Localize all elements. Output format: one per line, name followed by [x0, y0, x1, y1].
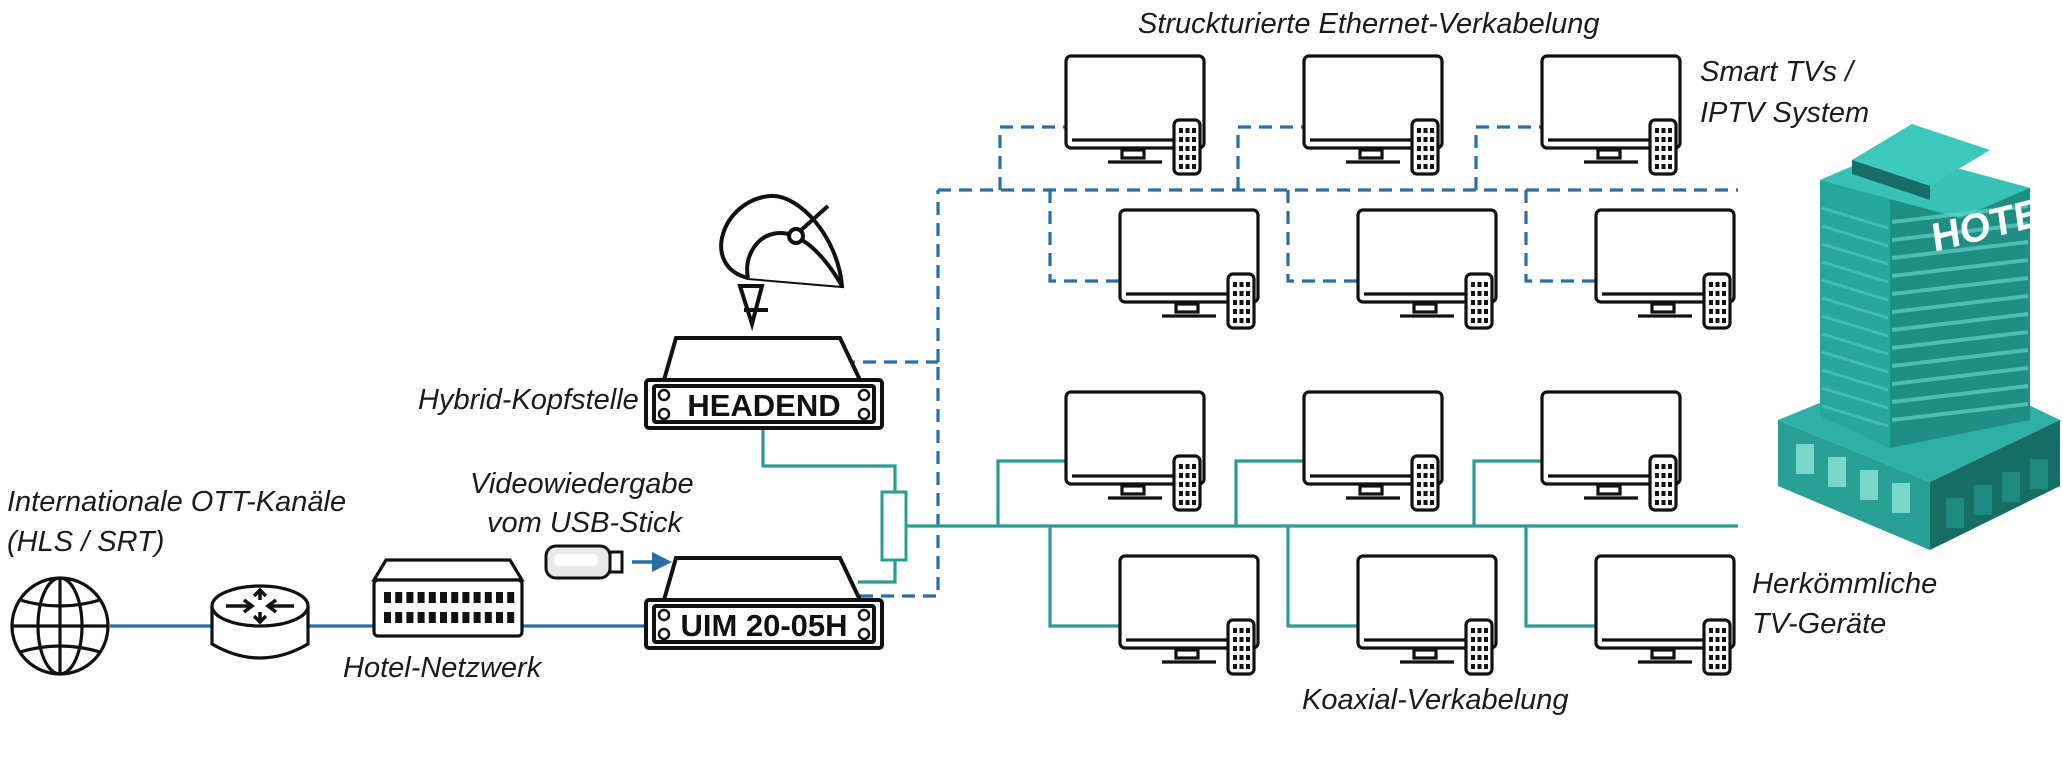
satellite-dish-icon [719, 193, 845, 332]
remote-control-icon [1226, 272, 1256, 330]
headend-device: HEADEND [644, 336, 884, 430]
legacy-tv-icon [1118, 554, 1260, 676]
remote-control-icon [1410, 454, 1440, 512]
remote-control-icon [1172, 118, 1202, 176]
remote-control-icon [1702, 618, 1732, 676]
ott-channels-label-line2: (HLS / SRT) [7, 526, 165, 558]
legacy-tv-label-line2: TV-Geräte [1752, 608, 1887, 640]
headend-device-label: HEADEND [687, 388, 840, 423]
ott-channels-label-line1: Internationale OTT-Kanäle [7, 486, 347, 518]
uim-device: UIM 20-05H [644, 556, 884, 650]
network-switch-icon [371, 558, 525, 638]
remote-control-icon [1702, 272, 1732, 330]
uim-device-label: UIM 20-05H [680, 608, 847, 643]
tv-layer [1064, 54, 1736, 676]
devices-layer: HEADEND UIM 20-05H HOTEL [10, 124, 2063, 676]
hotel-network-label: Hotel-Netzwerk [343, 652, 542, 684]
remote-control-icon [1172, 454, 1202, 512]
hotel-building-icon: HOTEL [1778, 124, 2063, 550]
ethernet-drops-top [998, 125, 1546, 190]
coax-cabling-label: Koaxial-Verkabelung [1302, 684, 1569, 716]
coax-drops-third [996, 459, 1546, 526]
smart-tv-icon [1356, 208, 1498, 330]
smart-tv-icon [1302, 54, 1444, 176]
smart-tv-icon [1540, 54, 1682, 176]
smart-tv-label-line1: Smart TVs / [1700, 56, 1854, 88]
ethernet-cabling-label: Struckturierte Ethernet-Verkabelung [1138, 8, 1600, 40]
legacy-tv-icon [1594, 554, 1736, 676]
legacy-tv-icon [1064, 390, 1206, 512]
coax-splitter-icon [880, 490, 908, 562]
coax-drops-bottom [1048, 526, 1600, 628]
smart-tv-icon [1594, 208, 1736, 330]
remote-control-icon [1410, 118, 1440, 176]
coax-uim-feed [858, 560, 897, 584]
remote-control-icon [1226, 618, 1256, 676]
smart-tv-label-line2: IPTV System [1700, 97, 1870, 129]
legacy-tv-icon [1540, 390, 1682, 512]
usb-stick-icon [544, 544, 624, 580]
router-icon [210, 584, 310, 660]
cabling-layer [110, 125, 1738, 628]
smart-tv-icon [1118, 208, 1260, 330]
ethernet-trunk [842, 188, 1738, 598]
legacy-tv-icon [1356, 554, 1498, 676]
usb-video-label-line2: vom USB-Stick [487, 507, 682, 539]
remote-control-icon [1648, 454, 1678, 512]
coax-headend-feed [761, 427, 897, 492]
remote-control-icon [1464, 272, 1494, 330]
globe-icon [10, 576, 110, 676]
usb-arrow-icon [632, 552, 672, 572]
legacy-tv-label-line1: Herkömmliche [1752, 568, 1938, 600]
remote-control-icon [1464, 618, 1494, 676]
legacy-tv-icon [1302, 390, 1444, 512]
smart-tv-icon [1064, 54, 1206, 176]
ethernet-drops-second [1048, 190, 1600, 283]
hybrid-headend-label: Hybrid-Kopfstelle [418, 384, 639, 416]
usb-video-label-line1: Videowiedergabe [470, 468, 694, 500]
remote-control-icon [1648, 118, 1678, 176]
